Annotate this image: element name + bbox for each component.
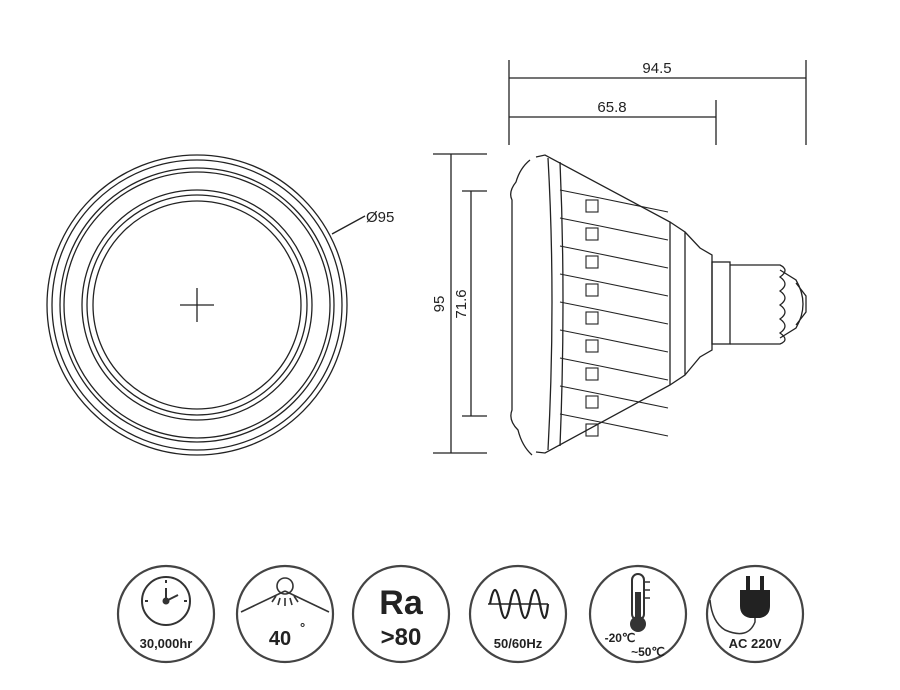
fin-line [559, 217, 669, 241]
beam-angle-label: 40 [269, 628, 291, 650]
heat-sink-fins [559, 189, 669, 437]
dim-body-length: 65.8 [597, 99, 626, 116]
fin-line [559, 329, 669, 353]
voltage-label: AC 220V [729, 636, 782, 651]
icon-row [116, 564, 805, 664]
fin-slot [585, 311, 599, 325]
side-view [433, 60, 807, 456]
fin-line [559, 189, 669, 213]
fin-line [559, 357, 669, 381]
fin-line [559, 245, 669, 269]
dim-overall-length: 94.5 [642, 60, 671, 77]
clock-icon [141, 576, 191, 626]
fin-slot [585, 339, 599, 353]
sine-wave-icon [488, 588, 550, 620]
beam-angle-degree: ° [300, 620, 305, 635]
frequency-label: 50/60Hz [494, 636, 543, 651]
beam-angle-icon [240, 577, 330, 613]
diameter-label: Ø95 [366, 209, 394, 226]
temp-low: -20℃ [605, 631, 636, 645]
fin-slot [585, 227, 599, 241]
fin-line [559, 385, 669, 409]
fin-slot [585, 395, 599, 409]
fin-line [559, 413, 669, 437]
fin-slot [585, 255, 599, 269]
fin-slot [585, 367, 599, 381]
fin-slot [585, 199, 599, 213]
front-view [46, 154, 366, 456]
dim-height: 95 [431, 296, 448, 313]
fin-line [559, 301, 669, 325]
fin-slot [585, 283, 599, 297]
fin-slot [585, 423, 599, 437]
lifetime-label: 30,000hr [140, 636, 193, 651]
plug-icon [709, 576, 770, 635]
ra-icon: Ra [379, 584, 424, 622]
thermometer-icon [630, 573, 650, 632]
fin-line [559, 273, 669, 297]
temp-high: ~50℃ [631, 645, 665, 659]
cri-value: >80 [381, 624, 422, 651]
dim-inner-height: 71.6 [453, 289, 470, 318]
